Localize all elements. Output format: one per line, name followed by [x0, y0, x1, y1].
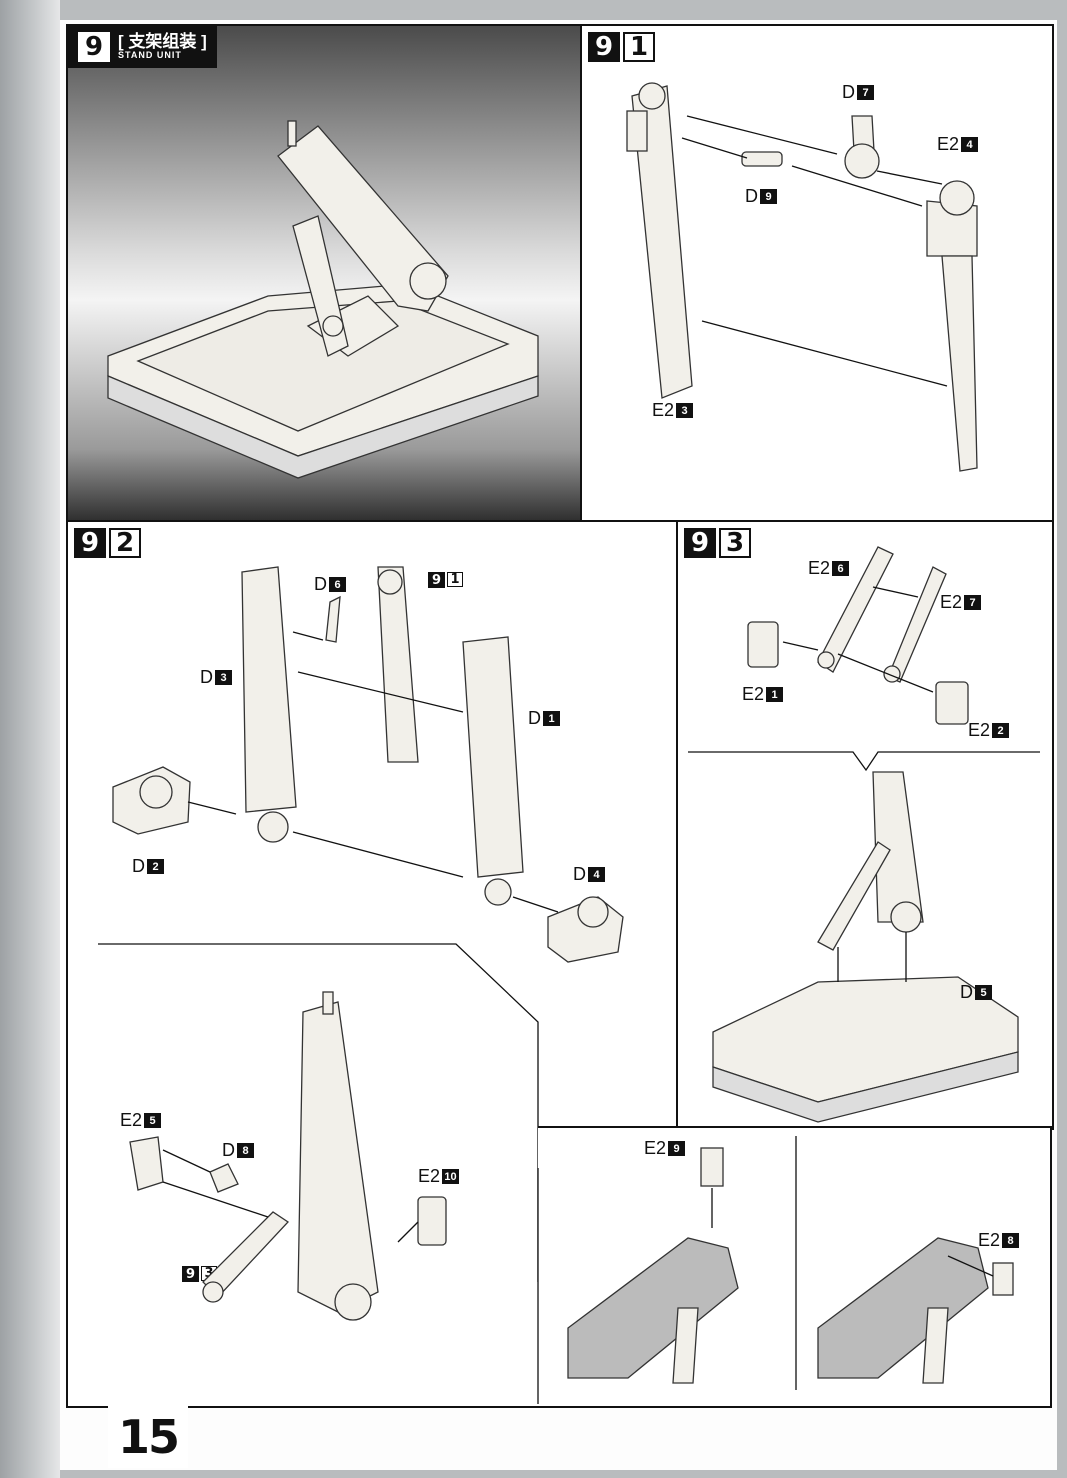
step-minor: 1: [623, 32, 655, 62]
step-9-2-badge: 9 2: [74, 528, 141, 558]
step-minor: 2: [109, 528, 141, 558]
step-minor: 3: [719, 528, 751, 558]
binding-edge: [0, 0, 60, 1478]
step-major: 9: [74, 528, 106, 558]
section-step-number: 9: [78, 32, 110, 62]
step-9-1-badge: 9 1: [588, 32, 655, 62]
step-9-3-diagram: [688, 546, 1040, 1123]
step-9-2-diagram: [98, 566, 624, 1321]
page-number: 15: [108, 1406, 188, 1468]
section-title-cn: [ 支架组装 ]: [118, 32, 207, 52]
stand-unit-overview-panel: 9 [ 支架组装 ] STAND UNIT: [66, 24, 584, 526]
step-major: 9: [684, 528, 716, 558]
step-9-1-diagram: [626, 82, 978, 472]
assembled-stand-illustration: [107, 120, 539, 479]
step-9-3-badge: 9 3: [684, 528, 751, 558]
section-header: 9 [ 支架组装 ] STAND UNIT: [68, 26, 217, 68]
final-attach-diagram: [537, 1136, 1014, 1404]
section-title-en: STAND UNIT: [118, 50, 182, 61]
step-major: 9: [588, 32, 620, 62]
